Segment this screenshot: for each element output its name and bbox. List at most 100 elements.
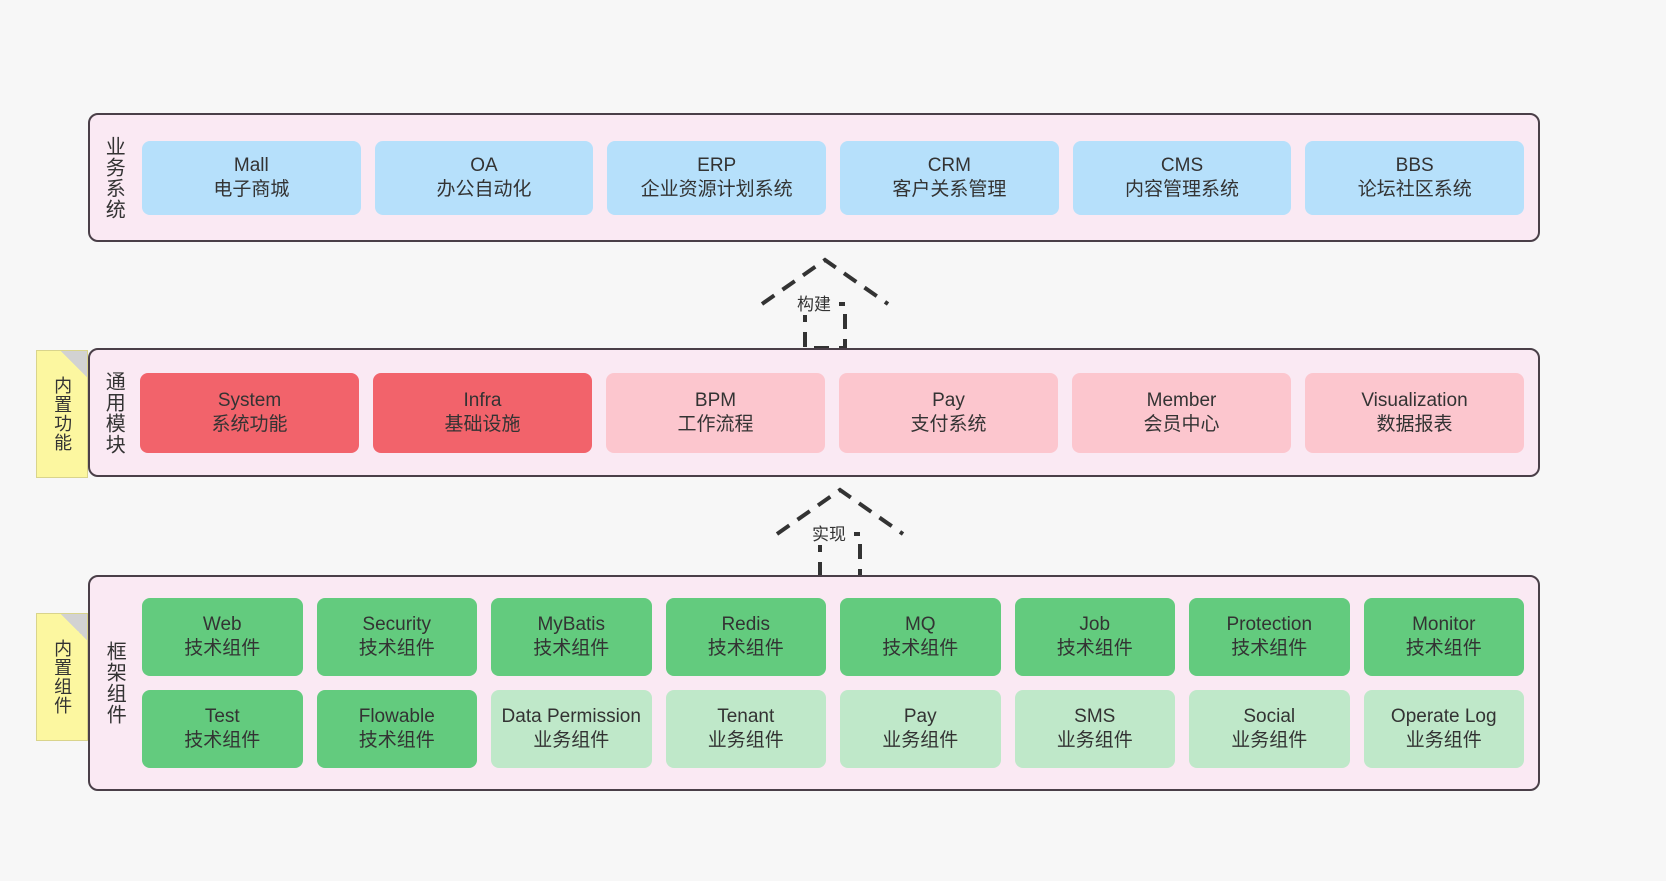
card-title: System [217,389,282,411]
card-title: ERP [697,154,737,176]
card-title: Pay [932,389,965,411]
card-title: Protection [1226,614,1313,636]
card-subtitle: 技术组件 [533,638,610,659]
panel-title-business-systems: 业务系统 [102,135,125,220]
card-subtitle: 论坛社区系统 [1357,178,1472,200]
card-subtitle: 支付系统 [910,413,987,435]
card-subtitle: 数据报表 [1376,413,1453,435]
card-title: SMS [1074,706,1116,728]
card-subtitle: 客户关系管理 [892,178,1007,200]
card-subtitle: 办公自动化 [436,178,532,200]
connector-build: 构建 [747,252,927,362]
card-subtitle: 工作流程 [677,413,754,435]
card-title: Mall [233,154,269,176]
card-title: Flowable [358,706,435,728]
card-subtitle: 企业资源计划系统 [640,178,793,200]
connector-implement-label: 实现 [804,520,854,545]
card-title: Security [362,614,432,636]
card-title: Operate Log [1390,706,1497,728]
connector-implement: 实现 [762,482,942,592]
card-title: Job [1079,614,1111,636]
card-subtitle: 业务组件 [1231,730,1308,751]
card-subtitle: 技术组件 [1231,638,1308,659]
card-subtitle: 技术组件 [358,730,435,751]
page-fold-icon [61,614,87,640]
card-subtitle: 系统功能 [211,413,288,435]
card-title: Tenant [717,706,775,728]
card-title: Redis [721,614,771,636]
tab-builtin-features: 内置功能 [36,350,88,478]
card-subtitle: 技术组件 [707,638,784,659]
tab-builtin-features-label: 内置功能 [52,376,73,452]
card-title: OA [470,154,498,176]
card-subtitle: 技术组件 [184,638,261,659]
card-title: BBS [1395,154,1434,176]
card-subtitle: 会员中心 [1143,413,1220,435]
card-title: CRM [927,154,971,176]
card-title: Pay [903,706,937,728]
card-subtitle: 业务组件 [533,730,610,751]
card-title: CMS [1160,154,1204,176]
card-subtitle: 业务组件 [1405,730,1482,751]
card-title: Web [202,614,242,636]
card-title: Monitor [1412,614,1476,636]
panel-title-common-modules: 通用模块 [102,370,125,455]
tab-builtin-components: 内置组件 [36,613,88,741]
card-subtitle: 业务组件 [1056,730,1133,751]
card-title: Visualization [1361,389,1468,411]
card-subtitle: 技术组件 [358,638,435,659]
card-title: MQ [904,614,936,636]
card-subtitle: 基础设施 [444,413,521,435]
card-subtitle: 技术组件 [184,730,261,751]
card-title: BPM [694,389,737,411]
page-fold-icon [61,351,87,377]
card-subtitle: 技术组件 [1405,638,1482,659]
card-title: Data Permission [501,706,641,728]
card-title: Member [1146,389,1217,411]
card-subtitle: 技术组件 [1056,638,1133,659]
card-title: Test [204,706,240,728]
card-subtitle: 技术组件 [882,638,959,659]
card-subtitle: 电子商城 [213,178,290,200]
connector-build-label: 构建 [789,290,839,315]
card-subtitle: 业务组件 [882,730,959,751]
card-title: Infra [463,389,502,411]
card-subtitle: 内容管理系统 [1125,178,1240,200]
